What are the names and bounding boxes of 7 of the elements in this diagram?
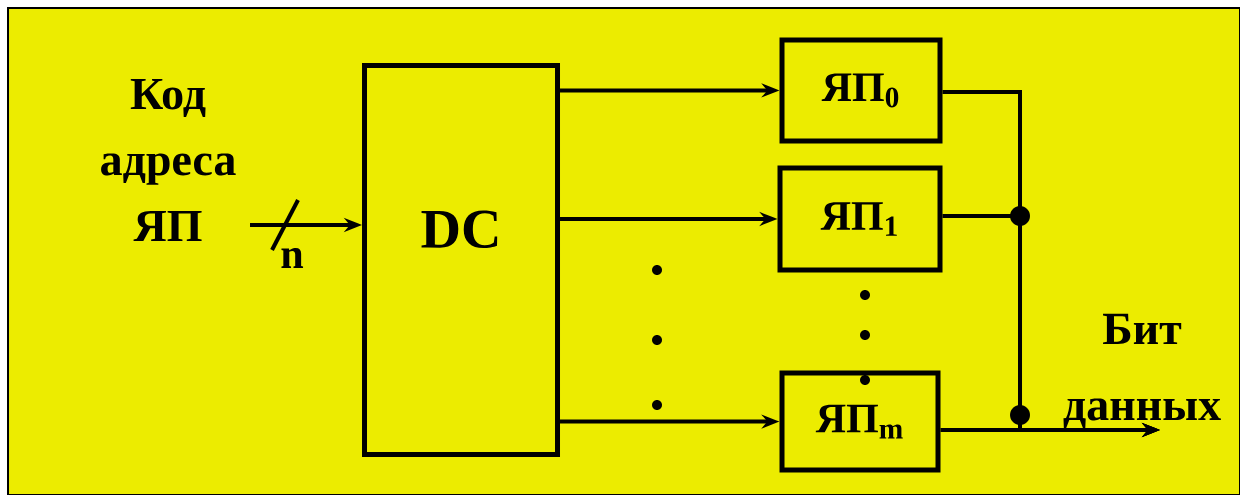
input-label: Код адреса ЯП — [101, 78, 236, 242]
memory-cell-box: ЯП$_{1}$ — [777, 165, 943, 273]
memory-cell-box: ЯП$_{0}$ — [779, 37, 943, 144]
memory-cell-box: ЯП$_{m}$ — [779, 370, 941, 473]
edge-label: n — [281, 248, 304, 268]
decoder-box: DC — [362, 63, 560, 457]
output-label: Бит данных — [1063, 313, 1221, 428]
